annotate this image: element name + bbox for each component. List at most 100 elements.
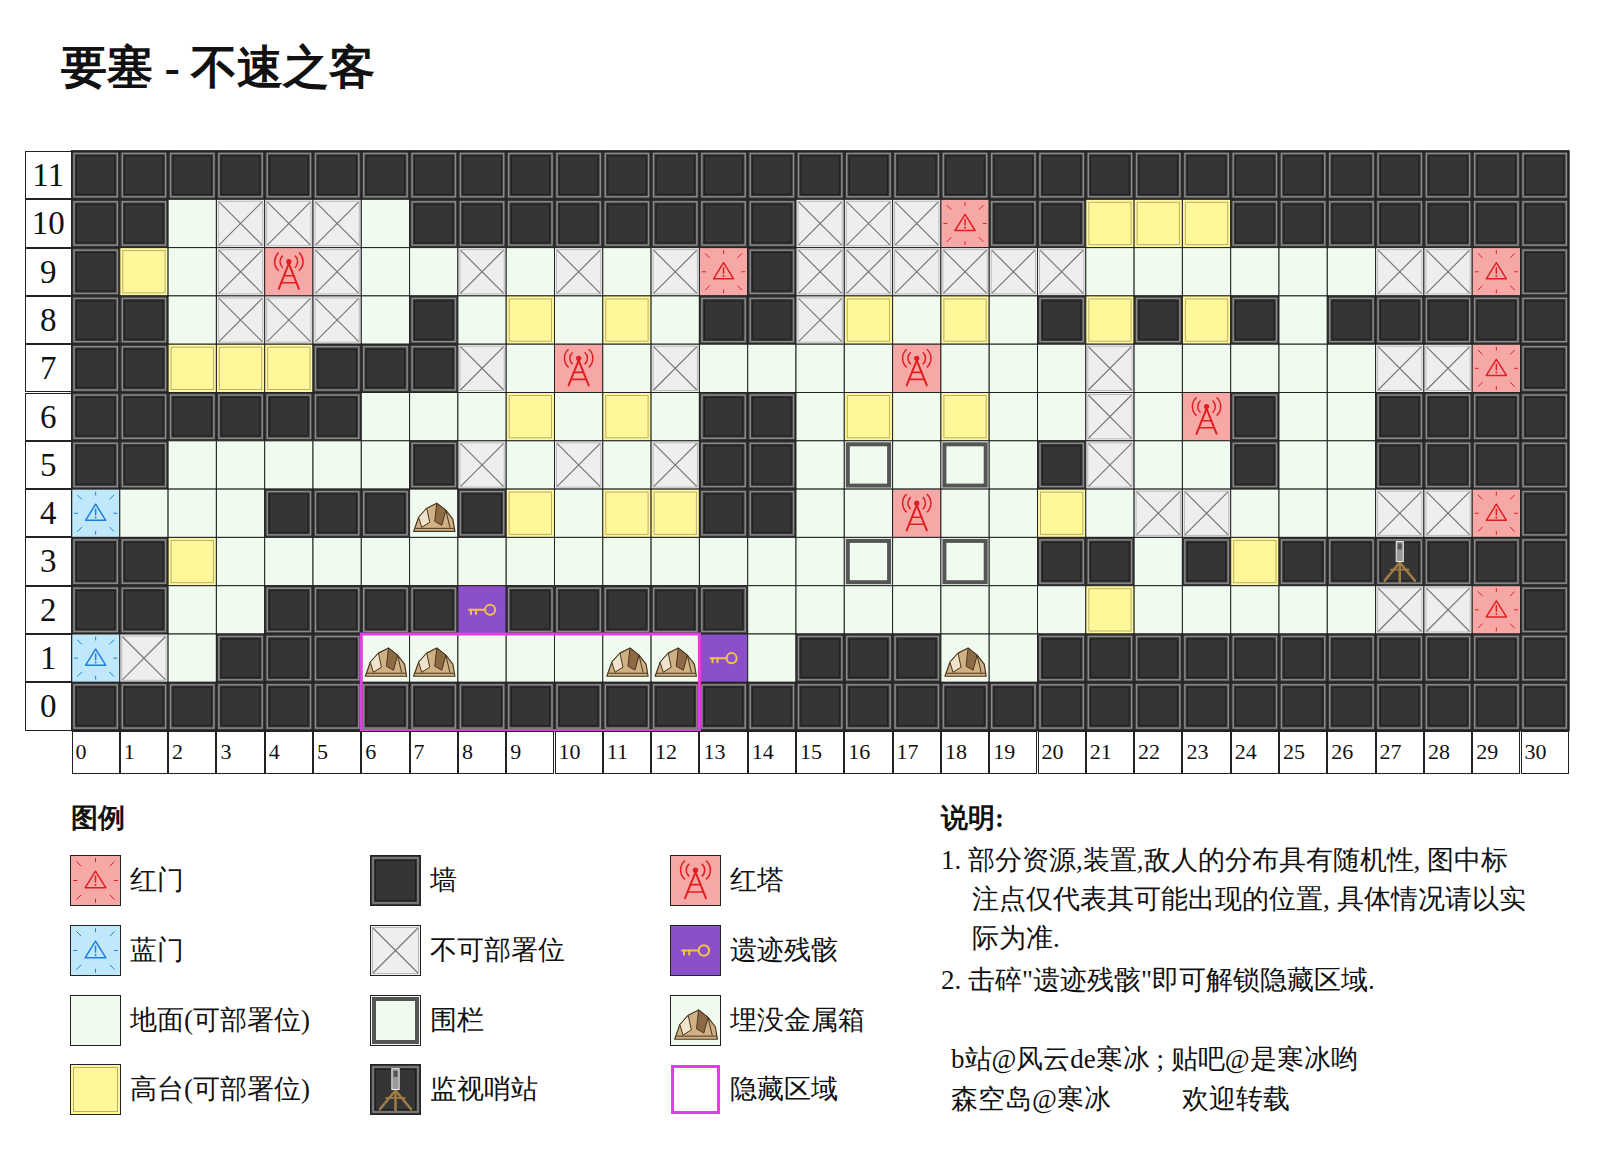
legend-swatch [370,855,421,906]
legend-label: 隐藏区域 [730,1064,838,1115]
map-cell [72,682,120,730]
column-number: 25 [1279,731,1327,774]
column-number: 17 [893,731,941,774]
hidden-region-outline [361,634,699,731]
map-cell [1521,393,1569,441]
map-cell [603,344,651,392]
map-cell [941,344,989,392]
map-cell [796,682,844,730]
map-cell [651,199,699,247]
map-cell [1231,489,1279,537]
map-cell [1521,537,1569,585]
map-cell [651,634,699,682]
map-cell [168,296,216,344]
map-cell [1279,682,1327,730]
map-cell [1376,441,1424,489]
map-cell [361,489,409,537]
map-cell [1231,296,1279,344]
row-number: 0 [25,682,72,730]
map-cell [361,248,409,296]
map-cell [671,996,721,1046]
map-cell [371,856,421,906]
map-cell [941,634,989,682]
map-cell [796,586,844,634]
map-cell [671,856,721,906]
map-cell [72,296,120,344]
column-number: 15 [796,731,844,774]
map-cell [1376,537,1424,585]
map-cell [1424,489,1472,537]
map-cell [120,489,168,537]
map-cell [989,586,1037,634]
legend-swatch [670,855,721,906]
map-cell [555,537,603,585]
map-cell [1472,441,1520,489]
map-cell [651,248,699,296]
map-cell [120,199,168,247]
column-number: 16 [844,731,892,774]
column-number: 23 [1182,731,1230,774]
map-cell [1472,537,1520,585]
map-cell [168,682,216,730]
map-cell [1182,537,1230,585]
legend-swatch [70,855,121,906]
column-number: 11 [603,731,651,774]
map-cell [1327,441,1375,489]
notes-heading: 说明: [941,800,1004,836]
map-cell [1231,682,1279,730]
map-cell [1038,441,1086,489]
map-cell [796,537,844,585]
map-cell [371,1065,421,1115]
map-cell [458,682,506,730]
legend-icon [70,925,121,976]
map-cell [458,199,506,247]
map-cell [1327,537,1375,585]
map-cell [506,489,554,537]
map-cell [216,586,264,634]
map-cell [1327,344,1375,392]
map-cell [893,151,941,199]
map-cell [1038,489,1086,537]
map-cell [1376,151,1424,199]
map-cell [651,537,699,585]
map-cell [72,199,120,247]
column-number: 21 [1086,731,1134,774]
map-cell [120,151,168,199]
map-cell [1472,586,1520,634]
map-cell [361,199,409,247]
map-cell [1182,248,1230,296]
map-cell [1327,151,1375,199]
map-cell [72,393,120,441]
map-cell [603,393,651,441]
map-cell [796,199,844,247]
map-cell [989,151,1037,199]
column-number: 20 [1038,731,1086,774]
map-cell [72,489,120,537]
map-cell [893,441,941,489]
map-cell [120,296,168,344]
map-cell [1231,393,1279,441]
map-cell [603,537,651,585]
map-cell [1521,489,1569,537]
map-cell [748,489,796,537]
map-cell [555,199,603,247]
map-cell [1327,248,1375,296]
map-cell [699,151,747,199]
map-cell [120,441,168,489]
map-cell [989,296,1037,344]
map-cell [1376,682,1424,730]
map-cell [796,296,844,344]
map-cell [410,296,458,344]
map-cell [1182,296,1230,344]
map-cell [265,199,313,247]
map-cell [313,586,361,634]
map-cell [265,344,313,392]
map-cell [313,296,361,344]
map-cell [1086,151,1134,199]
map-cell [555,296,603,344]
map-cell [458,296,506,344]
map-cell [1521,586,1569,634]
map-cell [1134,151,1182,199]
map-cell [1376,199,1424,247]
map-cell [1279,151,1327,199]
